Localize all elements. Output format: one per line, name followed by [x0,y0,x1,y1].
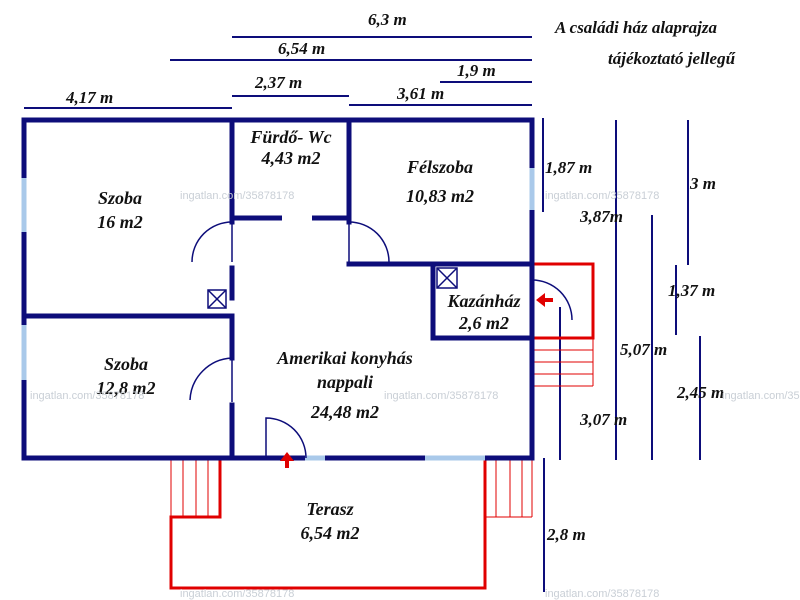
room-name: nappali [316,372,373,392]
room-name: Félszoba [406,157,473,177]
room-area: 12,8 m2 [96,378,156,398]
room-area: 10,83 m2 [405,186,474,206]
dimension-label: 3,61 m [397,84,445,103]
dimension-label: 2,8 m [547,525,586,544]
watermark: ingatlan.com/35878178 [722,390,800,402]
room-terasz: Terasz 6,54 m2 [270,497,390,545]
walls [21,117,535,461]
dimension-label: 4,17 m [66,88,114,107]
dimension-label: 3 m [690,174,716,193]
room-name: Szoba [103,354,148,374]
dimension-label: 2,37 m [255,73,303,92]
watermark: ingatlan.com/35878178 [545,190,660,202]
windows [21,168,535,461]
watermark: ingatlan.com/35878178 [384,390,499,402]
room-kazanhaz: Kazánház 2,6 m2 [434,290,534,334]
room-area: 16 m2 [97,212,143,232]
room-nappali: Amerikai konyhás nappali 24,48 m2 [245,346,445,424]
room-name: Terasz [306,499,354,519]
watermark: ingatlan.com/35878178 [180,190,295,202]
entrance-arrow-left-icon [536,293,553,307]
room-area: 24,48 m2 [310,402,379,422]
dimension-lines [24,36,701,592]
doors [189,214,573,459]
room-felszoba: Félszoba 10,83 m2 [380,153,500,211]
dimension-label: 1,37 m [668,281,716,300]
room-name: Amerikai konyhás [277,348,413,368]
dimension-label: 5,07 m [620,340,668,359]
terrace-outline [169,262,595,590]
dimension-label: 6,3 m [368,10,407,29]
dimension-label: 6,54 m [278,39,326,58]
room-name: Kazánház [447,291,521,311]
watermark: ingatlan.com/35878178 [180,588,295,600]
room-area: 4,43 m2 [261,148,321,168]
dimension-label: 3,07 m [580,410,628,429]
title-line-1: A családi ház alaprajza [555,18,718,37]
dimension-label: 2,45 m [677,383,725,402]
dimension-label: 1,87 m [545,158,593,177]
room-szoba-2: Szoba 12,8 m2 [66,352,186,400]
entrance-arrows [280,293,553,468]
dimension-label: 1,9 m [457,61,496,80]
dimension-label: 3,87m [580,207,623,226]
watermark: ingatlan.com/35878178 [30,390,145,402]
room-szoba-1: Szoba 16 m2 [60,186,180,234]
chimney-boxes [207,267,458,309]
title-line-2: tájékoztató jellegű [608,49,736,68]
room-area: 6,54 m2 [300,523,360,543]
room-name: Szoba [97,188,142,208]
room-area: 2,6 m2 [458,313,509,333]
room-name: Fürdő- Wc [250,127,332,147]
entrance-arrow-up-icon [280,452,294,468]
watermark: ingatlan.com/35878178 [545,588,660,600]
room-furdo-wc: Fürdő- Wc 4,43 m2 [236,127,346,169]
